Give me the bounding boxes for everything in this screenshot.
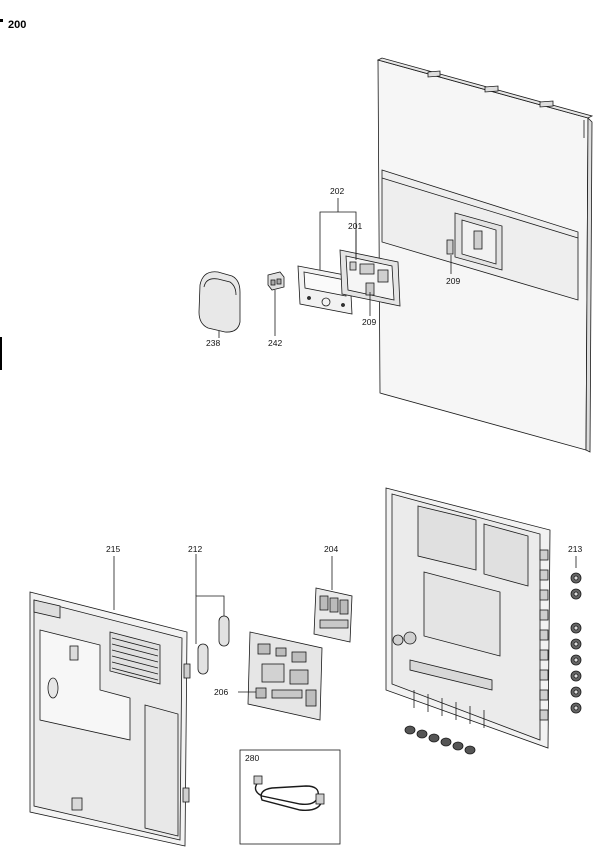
part-215-cover xyxy=(29,556,191,847)
label-209-top: 209 xyxy=(446,276,461,286)
grommet-row xyxy=(404,725,476,755)
part-242-connector xyxy=(267,271,285,336)
part-201-frame xyxy=(339,249,401,307)
edge-marker xyxy=(0,337,2,370)
label-238: 238 xyxy=(206,338,221,348)
corner-marker xyxy=(0,19,3,22)
back-housing xyxy=(385,487,551,749)
label-280: 280 xyxy=(245,753,260,763)
label-213: 213 xyxy=(568,544,583,554)
label-204: 204 xyxy=(324,544,339,554)
part-213-grommets xyxy=(570,556,582,714)
diagram-title: 200 xyxy=(8,19,27,31)
label-209-bottom: 209 xyxy=(362,317,377,327)
label-215: 215 xyxy=(106,544,121,554)
part-204-board xyxy=(313,556,353,643)
part-238-cover xyxy=(198,271,241,338)
label-242: 242 xyxy=(268,338,283,348)
part-206-pcb xyxy=(238,631,323,721)
label-212: 212 xyxy=(188,544,203,554)
label-202: 202 xyxy=(330,186,345,196)
part-212-latches xyxy=(195,554,230,675)
front-panel xyxy=(376,57,594,453)
label-201: 201 xyxy=(348,221,363,231)
part-280-cable xyxy=(239,749,341,845)
part-202-display xyxy=(297,265,353,315)
label-206: 206 xyxy=(214,687,229,697)
